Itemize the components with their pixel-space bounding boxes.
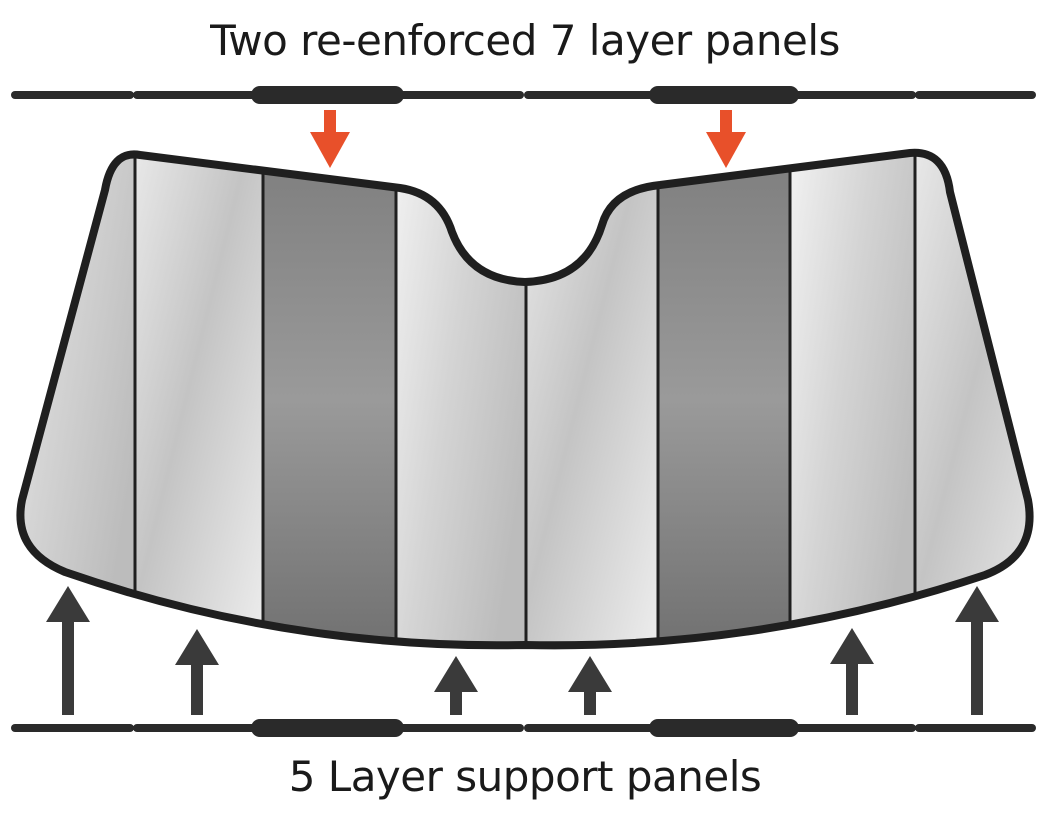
support-arrows <box>46 586 999 715</box>
arrow-down-icon <box>706 110 746 168</box>
panel-1 <box>20 152 135 646</box>
panel-3-reinforced <box>263 152 396 646</box>
top-label: Two re-enforced 7 layer panels <box>210 16 840 65</box>
panel-7 <box>790 152 915 646</box>
arrow-down-icon <box>310 110 350 168</box>
arrow-up-icon <box>830 628 874 715</box>
arrow-up-icon <box>568 656 612 715</box>
arrow-up-icon <box>46 586 90 715</box>
bottom-label: 5 Layer support panels <box>288 752 762 801</box>
arrow-up-icon <box>434 656 478 715</box>
reinforced-arrows <box>310 110 746 168</box>
panel-5 <box>526 152 658 646</box>
windshield-panels <box>20 152 1030 646</box>
panel-2 <box>135 152 263 646</box>
panel-8 <box>915 152 1030 646</box>
windshield-outline <box>16 148 1034 650</box>
arrow-up-icon <box>175 629 219 715</box>
panel-6-reinforced <box>658 152 790 646</box>
panel-4 <box>396 152 526 646</box>
arrow-up-icon <box>955 586 999 715</box>
